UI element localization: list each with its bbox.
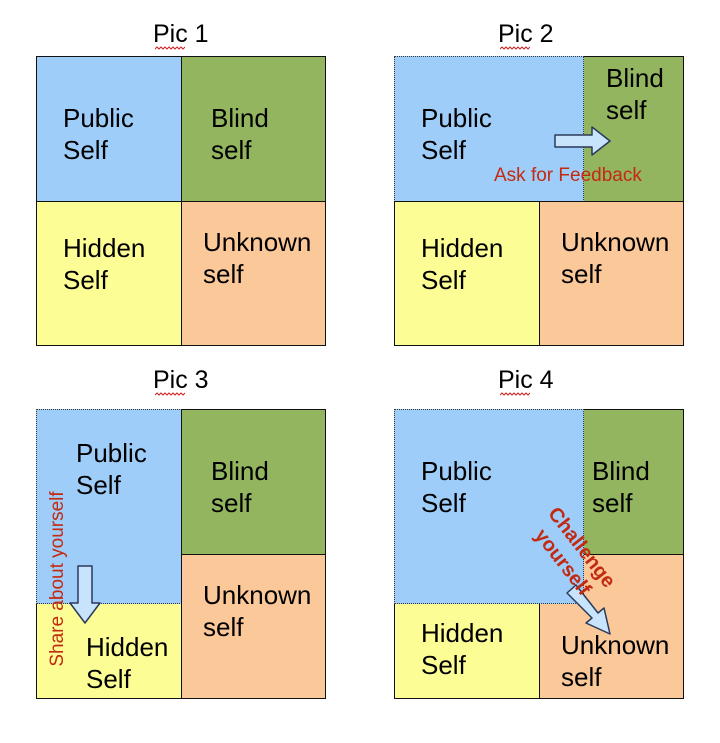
blind-self-quadrant — [181, 56, 326, 202]
pic-3-panel: Public Self Blind self Hidden Self Unkno… — [36, 409, 326, 699]
pic-2-title: Pic 2 — [498, 20, 554, 48]
blind-self-label: Blind self — [606, 63, 664, 125]
spellcheck-underline-icon — [155, 392, 185, 396]
arrow-down-icon — [69, 565, 101, 624]
blind-self-label: Blind self — [211, 456, 269, 518]
unknown-self-quadrant — [539, 201, 684, 346]
public-self-quadrant — [394, 409, 584, 604]
hidden-self-quadrant — [394, 201, 540, 346]
public-self-quadrant — [36, 56, 182, 202]
blind-self-label: Blind self — [592, 456, 650, 518]
pic-3-title: Pic 3 — [153, 366, 209, 394]
unknown-self-label: Unknown self — [561, 227, 670, 289]
hidden-self-label: Hidden Self — [86, 632, 169, 694]
pic-1-title: Pic 1 — [153, 20, 209, 48]
share-about-yourself-annotation: Share about yourself — [47, 491, 68, 667]
unknown-self-label: Unknown self — [203, 227, 312, 289]
public-self-quadrant — [394, 56, 584, 202]
public-self-label: Public Self — [421, 456, 492, 518]
ask-for-feedback-annotation: Ask for Feedback — [494, 165, 642, 186]
pic-4-panel: Public Self Blind self Hidden Self Unkno… — [394, 409, 684, 699]
pic-2-panel: Public Self Blind self Hidden Self Unkno… — [394, 56, 684, 346]
unknown-self-quadrant — [181, 201, 326, 346]
unknown-self-label: Unknown self — [203, 580, 312, 642]
unknown-self-quadrant — [181, 554, 326, 699]
arrow-diagonal-icon — [566, 584, 611, 635]
arrow-right-icon — [554, 126, 611, 156]
spellcheck-underline-icon — [155, 46, 185, 50]
unknown-self-label: Unknown self — [561, 630, 670, 692]
public-self-label: Public Self — [76, 438, 147, 500]
hidden-self-label: Hidden Self — [421, 233, 504, 295]
spellcheck-underline-icon — [500, 46, 530, 50]
public-self-label: Public Self — [63, 103, 134, 165]
pic-1-panel: Public Self Blind self Hidden Self Unkno… — [36, 56, 326, 346]
hidden-self-label: Hidden Self — [421, 618, 504, 680]
spellcheck-underline-icon — [500, 392, 530, 396]
pic-4-title: Pic 4 — [498, 366, 554, 394]
public-self-quadrant — [36, 409, 182, 604]
hidden-self-label: Hidden Self — [63, 233, 146, 295]
hidden-self-quadrant — [36, 201, 182, 346]
blind-self-quadrant — [181, 409, 326, 555]
blind-self-label: Blind self — [211, 103, 269, 165]
public-self-label: Public Self — [421, 103, 492, 165]
